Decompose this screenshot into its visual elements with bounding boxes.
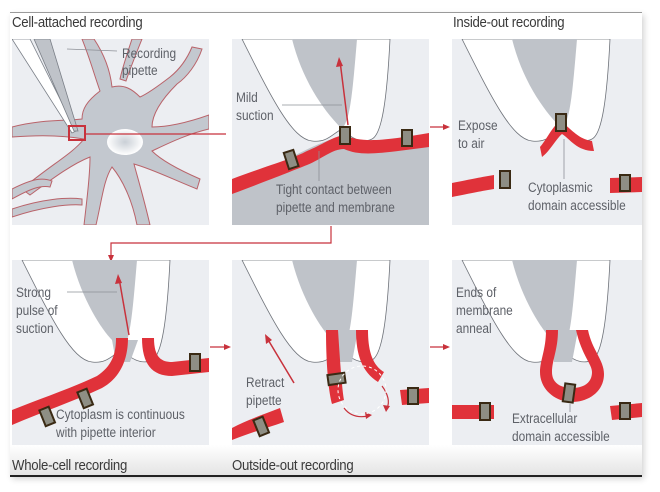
ion-channel bbox=[282, 126, 413, 171]
pipette-leader-line bbox=[66, 48, 118, 52]
panel-cell-attached: Recording pipette bbox=[12, 39, 209, 225]
label-extracellular-line1: Extracellular bbox=[512, 411, 578, 426]
pipette-lumen bbox=[292, 260, 357, 350]
membrane-fragment bbox=[452, 175, 494, 197]
title-cell-attached: Cell-attached recording bbox=[12, 14, 143, 31]
fold-arrow bbox=[343, 407, 369, 418]
recording-pipette-icon bbox=[12, 39, 79, 134]
arrowhead bbox=[383, 405, 390, 412]
membrane-vesicle bbox=[540, 330, 604, 402]
label-retract-line2: pipette bbox=[246, 393, 282, 408]
arrowhead bbox=[265, 334, 272, 344]
label-cytoplasm-continuous-line2: with pipette interior bbox=[56, 425, 156, 440]
retract-arrow bbox=[266, 337, 295, 384]
suction-arrow bbox=[118, 277, 130, 336]
bottom-rule bbox=[10, 475, 642, 477]
label-strong-pulse-line2: pulse of bbox=[16, 303, 58, 318]
neuron-cell-body bbox=[12, 39, 209, 225]
fold-path bbox=[337, 365, 387, 415]
label-cytoplasmic-line1: Cytoplasmic bbox=[528, 180, 593, 195]
ion-channel bbox=[479, 382, 631, 421]
suction-arrow bbox=[339, 60, 349, 126]
label-mild-suction-line2: suction bbox=[236, 108, 274, 123]
label-cytoplasm-continuous-line1: Cytoplasm is continuous bbox=[56, 407, 185, 422]
neuron-illustration bbox=[12, 39, 209, 225]
label-recording-pipette-line1: Recording bbox=[122, 46, 177, 61]
membrane-left bbox=[12, 338, 128, 425]
panel-outside-out: Retract pipette bbox=[232, 260, 429, 445]
membrane bbox=[232, 133, 429, 194]
label-mild-suction-line1: Mild bbox=[236, 90, 258, 105]
arrowhead bbox=[336, 57, 343, 67]
nucleus bbox=[107, 129, 143, 155]
label-cytoplasmic-line2: domain accessible bbox=[528, 198, 626, 213]
panel-inside-out: Expose to air Cytoplasmic domain accessi… bbox=[452, 39, 642, 225]
cell-interior bbox=[232, 135, 429, 225]
zoom-box bbox=[68, 125, 86, 141]
label-tight-contact-line1: Tight contact between bbox=[276, 182, 392, 197]
panel-tight-contact: Mild suction Tight contact between pipet… bbox=[232, 39, 429, 225]
label-strong-pulse-line1: Strong bbox=[16, 285, 52, 300]
panel-annealed: Ends of membrane anneal Extracellular do… bbox=[452, 260, 642, 445]
label-anneal-line1: Ends of bbox=[456, 285, 497, 300]
label-anneal-line2: membrane bbox=[456, 303, 513, 318]
arrowhead bbox=[115, 274, 122, 284]
membrane-right-arm bbox=[356, 330, 384, 382]
title-whole-cell: Whole-cell recording bbox=[12, 457, 128, 474]
bottom-band bbox=[10, 445, 642, 475]
ion-channel bbox=[38, 353, 201, 428]
pipette-lumen bbox=[512, 39, 577, 129]
label-anneal-line3: anneal bbox=[456, 321, 492, 336]
top-rule bbox=[10, 12, 642, 13]
title-outside-out: Outside-out recording bbox=[232, 457, 354, 474]
pipette-lumen-tip bbox=[552, 330, 578, 362]
panel-whole-cell: Strong pulse of suction Cytoplasm is con… bbox=[12, 260, 209, 445]
ion-channel bbox=[499, 113, 631, 192]
label-expose-line2: to air bbox=[458, 136, 485, 151]
ion-channel bbox=[252, 371, 419, 438]
membrane-patch bbox=[540, 121, 594, 157]
label-expose-line1: Expose bbox=[458, 118, 498, 133]
label-tight-contact-line2: pipette and membrane bbox=[276, 200, 395, 215]
label-recording-pipette-line2: pipette bbox=[122, 63, 158, 78]
pipette-lumen bbox=[512, 260, 577, 350]
label-strong-pulse-line3: suction bbox=[16, 321, 54, 336]
title-inside-out: Inside-out recording bbox=[453, 14, 565, 31]
label-retract-line1: Retract bbox=[246, 375, 285, 390]
label-extracellular-line2: domain accessible bbox=[512, 429, 610, 444]
